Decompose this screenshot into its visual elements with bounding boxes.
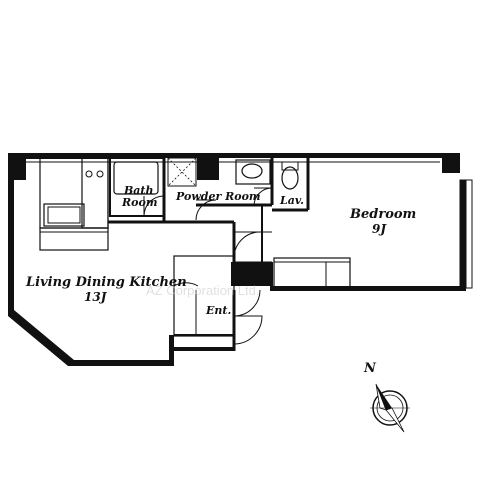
bedroom-size: 9J xyxy=(372,222,387,236)
watermark-text: AZ Corporation Ltd. xyxy=(146,283,259,298)
north-label: N xyxy=(363,361,377,376)
north-arrow-icon xyxy=(370,383,410,433)
bath-label-line1: Bath xyxy=(123,184,154,197)
powder-room-label: Powder Room xyxy=(175,190,261,203)
ldk-size: 13J xyxy=(84,290,108,304)
bath-label-line2: Room xyxy=(121,196,157,209)
lav-label: Lav. xyxy=(279,194,304,207)
bedroom-label: Bedroom xyxy=(349,207,416,222)
interior-walls xyxy=(26,157,473,351)
ldk-label: Living Dining Kitchen xyxy=(25,275,187,290)
doors xyxy=(143,187,273,345)
exterior-walls xyxy=(8,153,466,366)
entrance-label: Ent. xyxy=(205,304,231,317)
